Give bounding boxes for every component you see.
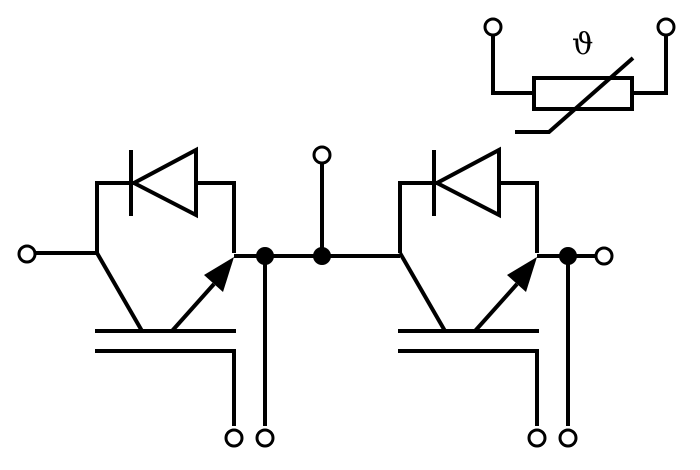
diode-right-icon	[432, 146, 501, 219]
terminal-aux-emitter-left	[255, 428, 275, 448]
igbt-left-emitter-arrow-icon	[204, 257, 234, 292]
junction-dot-right	[559, 247, 577, 265]
terminal-thermistor-left	[483, 17, 503, 37]
igbt-left	[36, 146, 236, 426]
igbt-left-collector-slant	[95, 252, 144, 332]
junction-dot-left	[256, 247, 274, 265]
diode-left-icon	[129, 146, 198, 219]
junction-dot-middle	[313, 247, 331, 265]
igbt-right-collector-slant	[398, 252, 447, 332]
terminal-middle-top	[312, 145, 332, 165]
igbt-right-emitter-arrow-icon	[507, 257, 537, 292]
thermistor-slash	[515, 56, 635, 134]
thermistor-left-lead	[491, 36, 534, 95]
igbt-right-gate-wire	[398, 349, 539, 426]
thermistor-symbol-label: ϑ	[572, 27, 593, 62]
thermistor-right-lead	[632, 36, 668, 95]
terminal-input-left	[17, 244, 37, 264]
terminal-aux-emitter-right	[558, 428, 578, 448]
igbt-right	[398, 146, 539, 426]
terminal-right-output	[594, 246, 614, 266]
igbt-left-emitter-slant	[170, 282, 216, 333]
igbt-right-emitter-slant	[473, 282, 519, 333]
terminal-gate-left	[224, 428, 244, 448]
thermistor: ϑ	[491, 27, 668, 134]
thermistor-body	[532, 76, 634, 111]
terminal-thermistor-right	[656, 17, 676, 37]
igbt-left-gate-wire	[95, 349, 236, 426]
terminal-gate-right	[527, 428, 547, 448]
